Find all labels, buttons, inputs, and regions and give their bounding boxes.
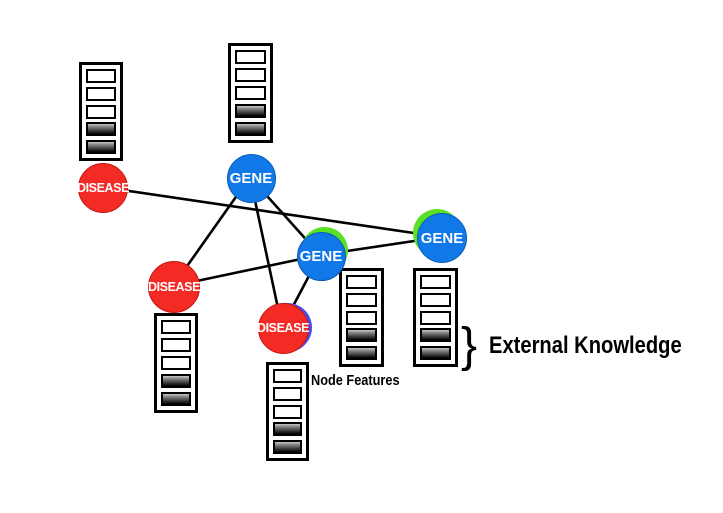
node-feature-cell xyxy=(346,310,377,325)
feature-stack-4 xyxy=(266,362,309,461)
node-label: DISEASE xyxy=(256,321,310,335)
graph-node-gene-3: GENE xyxy=(417,213,467,263)
node-label: GENE xyxy=(420,229,464,247)
external-knowledge-cell xyxy=(346,346,377,360)
node-label: DISEASE xyxy=(147,280,201,294)
graph-node-gene-2: GENE xyxy=(296,231,346,281)
feature-stack-6 xyxy=(413,268,458,367)
external-knowledge-label: External Knowledge xyxy=(489,332,682,359)
node-feature-cell xyxy=(235,68,266,82)
node-label: GENE xyxy=(229,169,273,187)
external-knowledge-cell xyxy=(86,140,116,154)
node-feature-cell xyxy=(235,86,266,100)
feature-stack-1 xyxy=(79,62,123,161)
external-knowledge-cell xyxy=(235,104,266,118)
node-feature-cell xyxy=(273,386,302,401)
graph-node-gene-1: GENE xyxy=(226,153,276,203)
node-feature-cell xyxy=(346,275,377,289)
node-feature-cell xyxy=(86,86,116,101)
graph-node-disease-2: DISEASE xyxy=(148,261,200,313)
external-knowledge-cell xyxy=(346,328,377,343)
node-feature-cell xyxy=(161,338,191,352)
node-feature-cell xyxy=(273,369,302,383)
node-feature-cell xyxy=(420,292,451,307)
external-knowledge-cell xyxy=(86,122,116,137)
curly-brace: } xyxy=(461,319,478,372)
node-feature-cell xyxy=(161,320,191,334)
node-feature-cell xyxy=(161,356,191,370)
feature-stack-3 xyxy=(154,313,198,413)
node-feature-cell xyxy=(86,104,116,119)
external-knowledge-cell xyxy=(273,422,302,437)
node-label: DISEASE xyxy=(76,181,130,195)
feature-stack-5 xyxy=(339,268,384,367)
external-knowledge-cell xyxy=(235,122,266,136)
node-feature-cell xyxy=(86,69,116,83)
node-feature-cell xyxy=(420,275,451,289)
external-knowledge-cell xyxy=(420,328,451,343)
node-label: GENE xyxy=(299,247,343,265)
graph-node-disease-3: DISEASE xyxy=(256,302,310,354)
external-knowledge-cell xyxy=(161,374,191,388)
graph-node-disease-1: DISEASE xyxy=(76,163,130,213)
feature-stack-2 xyxy=(228,43,273,143)
node-features-label: Node Features xyxy=(311,372,400,389)
node-feature-cell xyxy=(420,310,451,325)
external-knowledge-cell xyxy=(161,392,191,406)
node-feature-cell xyxy=(273,404,302,419)
external-knowledge-cell xyxy=(420,346,451,360)
external-knowledge-cell xyxy=(273,440,302,454)
node-feature-cell xyxy=(346,292,377,307)
edge-disease-1-gene-3 xyxy=(101,185,442,239)
node-feature-cell xyxy=(235,50,266,64)
